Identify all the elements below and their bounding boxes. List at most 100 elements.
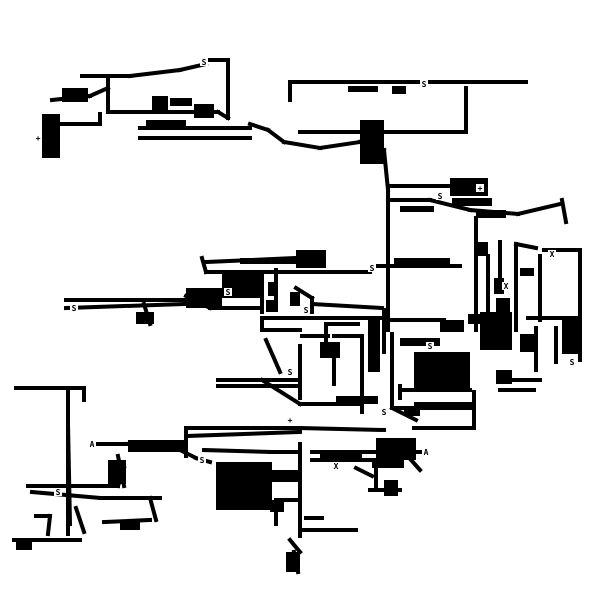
room-block (236, 474, 266, 488)
marker-background (198, 456, 206, 464)
room-block (270, 500, 284, 512)
room-block (186, 288, 222, 308)
corridor-segment (559, 197, 569, 225)
room-block (108, 460, 126, 484)
room-block (476, 210, 506, 218)
room-block (136, 312, 154, 324)
room-block (320, 342, 340, 358)
room-block (266, 300, 278, 312)
corridor-segment (127, 67, 183, 79)
map-marker-altar: A (424, 448, 429, 457)
corridor-segment (45, 513, 53, 537)
corridor-segment (65, 421, 73, 527)
marker-background (34, 134, 42, 142)
corridor-segment (29, 489, 103, 501)
room-block (562, 316, 580, 354)
room-block (474, 242, 488, 256)
map-marker-item: + (478, 184, 483, 193)
room-block (152, 96, 168, 110)
corridor-segment (201, 447, 273, 455)
map-marker-blocked: X (334, 462, 339, 471)
map-marker-item: + (36, 134, 41, 143)
marker-background (426, 342, 434, 350)
room-block (496, 298, 510, 312)
room-block (360, 120, 384, 164)
room-block (320, 452, 362, 460)
marker-background (436, 192, 444, 200)
map-marker-blocked: X (550, 250, 555, 259)
corridor-segment (515, 201, 563, 217)
marker-background (54, 488, 62, 496)
marker-background (476, 184, 484, 192)
map-marker-start: S (438, 192, 443, 201)
marker-background (380, 408, 388, 416)
room-block (16, 540, 32, 550)
corridor-segment (215, 109, 231, 121)
room-block (394, 258, 450, 268)
room-block (520, 334, 534, 352)
room-block (384, 480, 398, 496)
map-marker-start: S (226, 288, 231, 297)
map-marker-start: S (382, 408, 387, 417)
corridor-segment (281, 139, 323, 151)
room-block (480, 312, 512, 350)
marker-background (200, 58, 208, 66)
map-marker-start: S (422, 80, 427, 89)
map-marker-start: S (428, 342, 433, 351)
corridor-segment (427, 197, 473, 213)
room-block (494, 278, 504, 294)
room-block (520, 268, 534, 276)
room-block (400, 206, 434, 212)
marker-background (286, 368, 294, 376)
corridor-segment (265, 127, 287, 145)
map-marker-altar: A (90, 440, 95, 449)
corridor-segment (73, 505, 87, 535)
room-block (440, 320, 464, 332)
corridor-segment (353, 465, 375, 479)
marker-background (568, 358, 576, 366)
marker-background (332, 462, 340, 470)
corridor-segment (297, 425, 387, 433)
marker-background (88, 440, 96, 448)
corridor-segment (381, 147, 391, 193)
room-block (194, 104, 214, 118)
room-block (414, 352, 470, 390)
map-marker-blocked: X (504, 282, 509, 291)
corridor-segment (183, 429, 303, 439)
corridor-segment (293, 285, 315, 301)
map-marker-start: S (370, 264, 375, 273)
room-block (392, 86, 406, 94)
marker-background (286, 416, 294, 424)
map-marker-start: S (570, 358, 575, 367)
marker-background (302, 306, 310, 314)
room-block (376, 438, 416, 460)
room-block (290, 292, 300, 306)
corridor-segment (63, 301, 189, 311)
room-block (120, 520, 140, 530)
corridor-segment (513, 241, 539, 251)
corridor-segment (259, 377, 303, 407)
room-block (272, 470, 302, 482)
corridor-segment (199, 255, 209, 275)
room-block (42, 114, 60, 158)
room-block (286, 552, 300, 572)
room-block (240, 258, 300, 264)
map-marker-start: S (288, 368, 293, 377)
map-marker-start: S (304, 306, 309, 315)
corridor-segment (247, 121, 271, 133)
marker-background (548, 250, 556, 258)
marker-background (224, 288, 232, 296)
map-marker-start: S (72, 304, 77, 313)
room-block (336, 396, 378, 404)
room-block (268, 282, 278, 296)
room-block (452, 198, 492, 206)
marker-background (70, 304, 78, 312)
room-block (468, 314, 480, 324)
corridor-segment (309, 301, 385, 311)
room-block (348, 86, 378, 92)
room-block (496, 370, 512, 384)
map-marker-start: S (202, 58, 207, 67)
